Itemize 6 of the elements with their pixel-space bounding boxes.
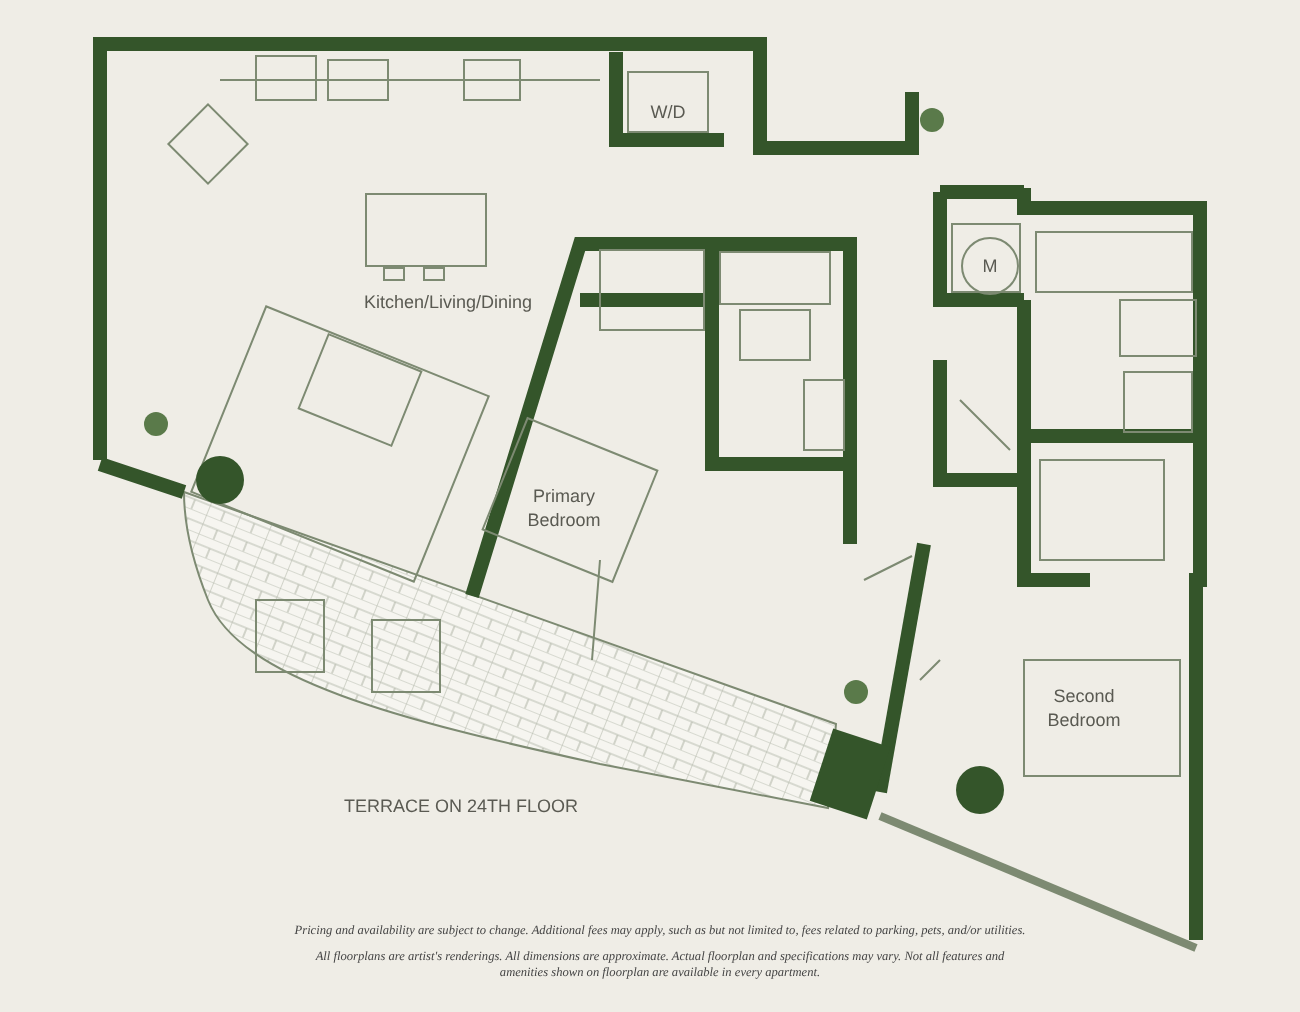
room-label: Second Bedroom [1045,684,1123,732]
room-label: Kitchen/Living/Dining [364,290,535,314]
appliance-label: M [980,254,1000,278]
room-label: Primary Bedroom [525,484,603,532]
appliance-label: W/D [648,100,688,124]
terrace-label: TERRACE ON 24TH FLOOR [344,794,581,818]
